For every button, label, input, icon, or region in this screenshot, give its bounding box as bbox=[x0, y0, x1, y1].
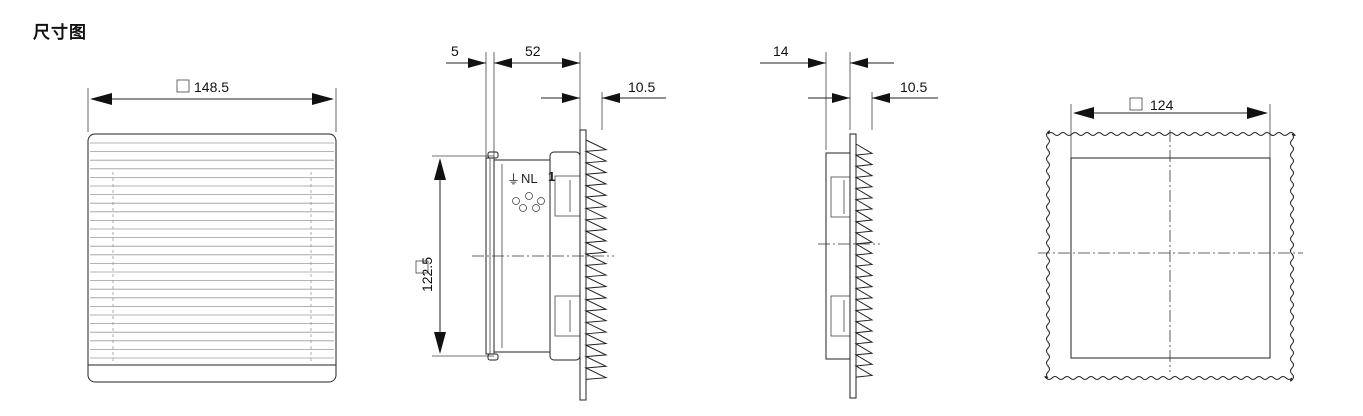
side-view-a: 5 52 10.5 122.5 NL 1 ⏚ bbox=[415, 43, 666, 401]
dim-body-52: 52 bbox=[525, 43, 541, 59]
square-symbol-icon bbox=[415, 260, 429, 274]
page-title: 尺寸图 bbox=[33, 23, 87, 43]
terminal-index: 1 bbox=[548, 169, 555, 184]
terminal-screw-icon bbox=[525, 192, 533, 200]
square-symbol-icon bbox=[1129, 97, 1143, 111]
terminal-screw-icon bbox=[537, 197, 545, 205]
grille-teeth-a bbox=[584, 139, 608, 380]
panel-outline bbox=[1044, 130, 1296, 382]
terminal-label: NL bbox=[521, 171, 538, 186]
terminal-screw-icon bbox=[532, 204, 540, 212]
square-symbol-icon bbox=[176, 79, 190, 93]
ground-icon: ⏚ bbox=[507, 172, 520, 187]
terminal-screw-icon bbox=[519, 204, 527, 212]
side-view-b: 14 10.5 bbox=[760, 43, 938, 399]
grille-teeth-b bbox=[854, 143, 874, 378]
dim-grille-10-5-b: 10.5 bbox=[900, 79, 927, 95]
cutout-width-label: 124 bbox=[1150, 97, 1174, 113]
cutout-square bbox=[1070, 157, 1271, 359]
front-frame bbox=[87, 133, 337, 383]
cutout-view: 124 bbox=[1038, 97, 1303, 382]
height-label: 122.5 bbox=[419, 257, 435, 292]
front-width-label: 148.5 bbox=[194, 79, 229, 95]
front-louvers bbox=[90, 142, 334, 359]
dim-depth-14: 14 bbox=[773, 43, 789, 59]
terminal-screw-icon bbox=[512, 197, 520, 205]
front-view: 148.5 bbox=[87, 79, 337, 383]
dim-front-5: 5 bbox=[451, 43, 459, 59]
dim-grille-10-5-a: 10.5 bbox=[628, 79, 655, 95]
